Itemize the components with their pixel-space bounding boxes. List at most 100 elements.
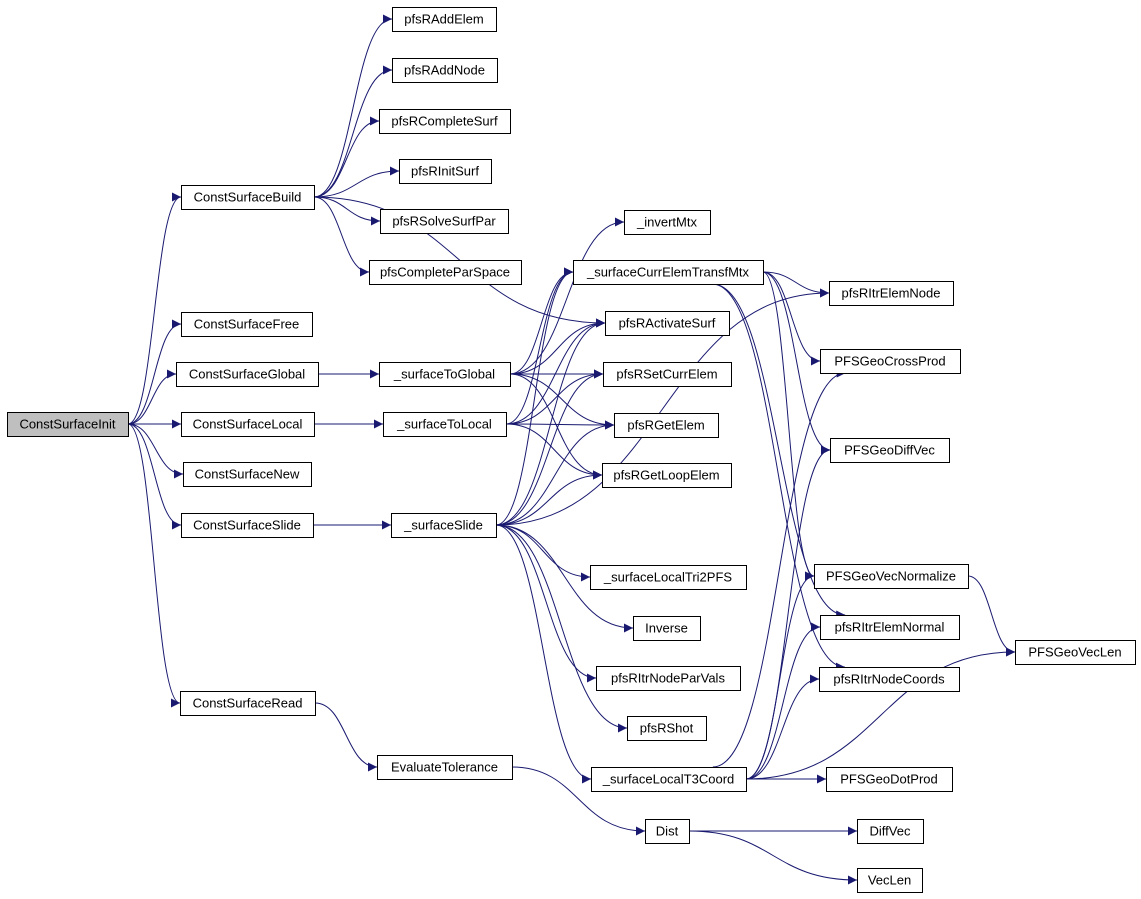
node-box <box>379 362 511 387</box>
node-surface-local-tri2-pfs[interactable]: _surfaceLocalTri2PFS <box>590 565 747 590</box>
node-label: _surfaceLocalTri2PFS <box>603 570 732 585</box>
edge-surface-slide-to-pfs-r-itr-node-par-vals <box>495 524 597 683</box>
node-box <box>392 7 497 32</box>
node-box <box>392 58 498 83</box>
node-label: _surfaceLocalT3Coord <box>602 772 735 787</box>
node-box <box>181 312 313 337</box>
node-pfs-r-add-elem[interactable]: pfsRAddElem <box>392 7 497 32</box>
node-vec-len[interactable]: VecLen <box>857 868 923 893</box>
node-label: pfsRAddNode <box>404 63 485 78</box>
node-surface-to-local[interactable]: _surfaceToLocal <box>383 412 507 437</box>
edge-const-surface-build-to-pfs-r-add-node <box>313 65 393 198</box>
node-const-surface-slide[interactable]: ConstSurfaceSlide <box>181 513 314 538</box>
node-pfs-r-add-node[interactable]: pfsRAddNode <box>392 58 498 83</box>
node-pfs-r-get-elem[interactable]: pfsRGetElem <box>614 413 719 438</box>
node-pfs-geo-cross-prod[interactable]: PFSGeoCrossProd <box>820 349 961 374</box>
node-evaluate-tolerance[interactable]: EvaluateTolerance <box>377 755 513 780</box>
edge-surface-to-local-to-pfs-r-get-loop-elem <box>505 423 603 480</box>
node-pfs-r-complete-surf[interactable]: pfsRCompleteSurf <box>379 109 511 134</box>
node-label: pfsRShot <box>640 721 694 736</box>
node-box <box>176 362 319 387</box>
node-pfs-r-solve-surf-par[interactable]: pfsRSolveSurfPar <box>380 209 509 234</box>
node-label: ConstSurfaceGlobal <box>189 367 305 382</box>
node-const-surface-init[interactable]: ConstSurfaceInit <box>7 412 129 437</box>
edge-surface-curr-elem-transf-mtx-to-pfs-r-itr-node-coords <box>712 283 845 672</box>
node-label: ConstSurfaceLocal <box>193 417 303 432</box>
node-box <box>857 868 923 893</box>
edge-const-surface-init-to-const-surface-read <box>127 423 181 708</box>
node-diff-vec[interactable]: DiffVec <box>857 819 924 844</box>
node-pfs-r-activate-surf[interactable]: pfsRActivateSurf <box>605 311 730 336</box>
node-box <box>814 564 969 589</box>
node-label: ConstSurfaceRead <box>193 696 303 711</box>
node-pfs-geo-diff-vec[interactable]: PFSGeoDiffVec <box>830 438 950 463</box>
node-box <box>603 362 732 387</box>
node-pfs-r-itr-node-coords[interactable]: pfsRItrNodeCoords <box>819 667 960 692</box>
node-label: pfsRItrElemNormal <box>835 620 945 635</box>
edge-surface-local-t3-coord-to-pfs-geo-vec-len <box>745 647 1016 780</box>
node-label: pfsRGetLoopElem <box>613 468 719 483</box>
node-pfs-r-set-curr-elem[interactable]: pfsRSetCurrElem <box>603 362 732 387</box>
node-pfs-geo-dot-prod[interactable]: PFSGeoDotProd <box>826 767 953 792</box>
node-label: PFSGeoVecLen <box>1028 645 1121 660</box>
node-box <box>573 260 764 285</box>
node-box <box>590 565 747 590</box>
node-box <box>369 260 522 285</box>
node-box <box>181 513 314 538</box>
node-pfs-geo-vec-normalize[interactable]: PFSGeoVecNormalize <box>814 564 969 589</box>
edge-surface-local-t3-coord-to-pfs-r-itr-node-coords <box>745 674 820 780</box>
node-const-surface-new[interactable]: ConstSurfaceNew <box>183 462 312 487</box>
edge-surface-curr-elem-transf-mtx-to-pfs-geo-cross-prod <box>762 271 821 366</box>
edge-surface-local-t3-coord-to-pfs-geo-cross-prod <box>712 368 846 768</box>
node-surface-curr-elem-transf-mtx[interactable]: _surfaceCurrElemTransfMtx <box>573 260 764 285</box>
node-box <box>181 412 315 437</box>
edge-surface-to-local-to-pfs-r-get-elem <box>505 420 615 430</box>
node-dist[interactable]: Dist <box>645 819 690 844</box>
edge-surface-slide-to-pfs-r-activate-surf <box>495 318 606 526</box>
node-label: pfsRSetCurrElem <box>616 367 717 382</box>
node-box <box>633 616 701 641</box>
node-pfs-r-itr-node-par-vals[interactable]: pfsRItrNodeParVals <box>596 666 741 691</box>
node-pfs-r-init-surf[interactable]: pfsRInitSurf <box>399 159 492 184</box>
node-box <box>645 819 690 844</box>
edge-const-surface-init-to-const-surface-slide <box>127 423 182 530</box>
edge-const-surface-build-to-pfs-r-add-elem <box>313 14 393 198</box>
node-label: _surfaceCurrElemTransfMtx <box>586 265 750 280</box>
edge-const-surface-init-to-const-surface-free <box>127 319 182 425</box>
node-box <box>820 615 960 640</box>
node-inverse[interactable]: Inverse <box>633 616 701 641</box>
node-box <box>7 412 129 437</box>
node-box <box>605 311 730 336</box>
node-pfs-r-itr-elem-normal[interactable]: pfsRItrElemNormal <box>820 615 960 640</box>
node-box <box>819 667 960 692</box>
edge-const-surface-init-to-const-surface-new <box>127 423 184 479</box>
node-label: DiffVec <box>870 824 911 839</box>
node-pfs-r-itr-elem-node[interactable]: pfsRItrElemNode <box>829 281 954 306</box>
node-box <box>826 767 953 792</box>
node-surface-to-global[interactable]: _surfaceToGlobal <box>379 362 511 387</box>
node-surface-local-t3-coord[interactable]: _surfaceLocalT3Coord <box>591 767 747 792</box>
node-const-surface-read[interactable]: ConstSurfaceRead <box>180 691 316 716</box>
node-const-surface-global[interactable]: ConstSurfaceGlobal <box>176 362 319 387</box>
node-label: ConstSurfaceNew <box>195 467 300 482</box>
edge-surface-slide-to-surface-local-tri2-pfs <box>495 524 591 582</box>
node-const-surface-local[interactable]: ConstSurfaceLocal <box>181 412 315 437</box>
node-pfs-geo-vec-len[interactable]: PFSGeoVecLen <box>1015 640 1136 665</box>
node-const-surface-build[interactable]: ConstSurfaceBuild <box>181 185 315 210</box>
node-pfs-complete-par-space[interactable]: pfsCompleteParSpace <box>369 260 522 285</box>
node-label: _invertMtx <box>636 215 697 230</box>
node-label: _surfaceSlide <box>403 518 483 533</box>
node-box <box>829 281 954 306</box>
node-box <box>596 666 741 691</box>
node-label: PFSGeoVecNormalize <box>826 569 956 584</box>
node-pfs-r-get-loop-elem[interactable]: pfsRGetLoopElem <box>602 463 732 488</box>
edge-surface-to-local-to-pfs-r-activate-surf <box>505 318 606 425</box>
node-const-surface-free[interactable]: ConstSurfaceFree <box>181 312 313 337</box>
edge-evaluate-tolerance-to-dist <box>511 766 646 836</box>
node-label: pfsRActivateSurf <box>619 316 716 331</box>
node-surface-slide[interactable]: _surfaceSlide <box>391 513 497 538</box>
node-pfs-r-shot[interactable]: pfsRShot <box>627 716 707 741</box>
node-label: Dist <box>656 824 679 839</box>
node-invert-mtx[interactable]: _invertMtx <box>624 210 711 235</box>
edge-const-surface-init-to-const-surface-global <box>127 369 177 425</box>
